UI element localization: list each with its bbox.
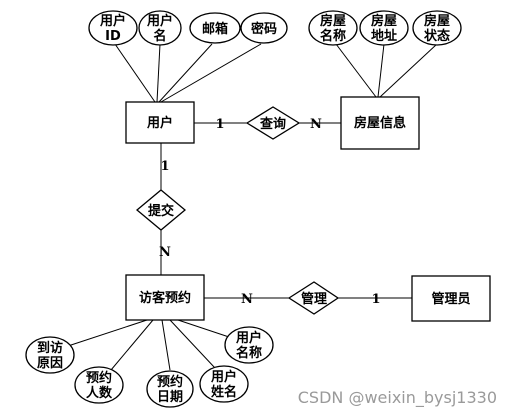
attribute-house-status: 房屋 状态 [412,10,462,46]
attribute-user-fullname-line1: 用户 [210,369,237,385]
attribute-house-name-line1: 房屋 [320,13,346,29]
attribute-booking-date-line1: 预约 [157,374,183,390]
attribute-booking-date: 预约 日期 [146,370,194,408]
entity-user: 用户 [125,101,195,144]
attribute-user-id: 用户 ID [88,10,138,46]
attribute-house-address-line1: 房屋 [371,13,397,29]
attribute-house-address: 房屋 地址 [359,10,409,46]
attribute-house-status-line2: 状态 [424,28,450,44]
attribute-house-address-line2: 地址 [371,28,397,44]
entity-user-label: 用户 [146,115,173,131]
attribute-user-id-line2: ID [105,29,121,44]
attribute-house-name-line2: 名称 [320,28,346,44]
entity-house-info-label: 房屋信息 [354,115,406,131]
attribute-user-title-line2: 名称 [236,345,262,361]
attribute-booking-count: 预约 人数 [74,366,124,404]
cardinality-manage-admin: 1 [371,292,380,307]
attribute-user-id-line1: 用户 [99,13,126,29]
cardinality-query-house: N [310,117,322,132]
cardinality-submit-visit: N [159,245,171,260]
relationship-query-label: 查询 [259,116,286,132]
attribute-house-status-line1: 房屋 [424,13,450,29]
attribute-email: 邮箱 [189,12,241,44]
cardinality-user-query: 1 [215,117,224,132]
entity-visit-booking-label: 访客预约 [139,290,191,306]
attribute-user-title-line1: 用户 [235,330,262,346]
attribute-visit-reason-line1: 到访 [37,340,63,356]
attribute-user-title: 用户 名称 [224,326,274,364]
relationship-submit-label: 提交 [148,203,174,219]
attribute-user-fullname: 用户 姓名 [199,365,249,403]
relationship-submit: 提交 [135,189,187,231]
relationship-manage: 管理 [287,281,340,315]
attribute-visit-reason-line2: 原因 [37,356,63,371]
entity-admin-label: 管理员 [431,291,470,307]
relationship-query: 查询 [245,106,301,140]
entity-admin: 管理员 [411,275,491,322]
attribute-user-name-line2: 名 [153,28,166,44]
cardinality-user-submit: 1 [160,159,169,174]
cardinality-visit-manage: N [241,292,253,307]
entity-house-info: 房屋信息 [340,96,420,150]
relationship-manage-label: 管理 [301,291,327,307]
attribute-email-label: 邮箱 [202,21,228,37]
attribute-user-name-line1: 用户 [146,13,173,29]
attribute-user-name: 用户 名 [138,10,182,46]
entity-visit-booking: 访客预约 [125,274,205,321]
attribute-visit-reason: 到访 原因 [25,336,75,374]
attribute-user-fullname-line2: 姓名 [210,384,237,400]
connector-lines [67,43,438,371]
attribute-password: 密码 [240,12,288,44]
attribute-password-label: 密码 [250,21,277,37]
watermark-text: CSDN @weixin_bysj1330 [298,388,497,408]
attribute-booking-count-line2: 人数 [86,385,113,401]
attribute-booking-date-line2: 日期 [157,390,183,405]
attribute-booking-count-line1: 预约 [86,370,112,386]
attribute-house-name: 房屋 名称 [308,10,358,46]
